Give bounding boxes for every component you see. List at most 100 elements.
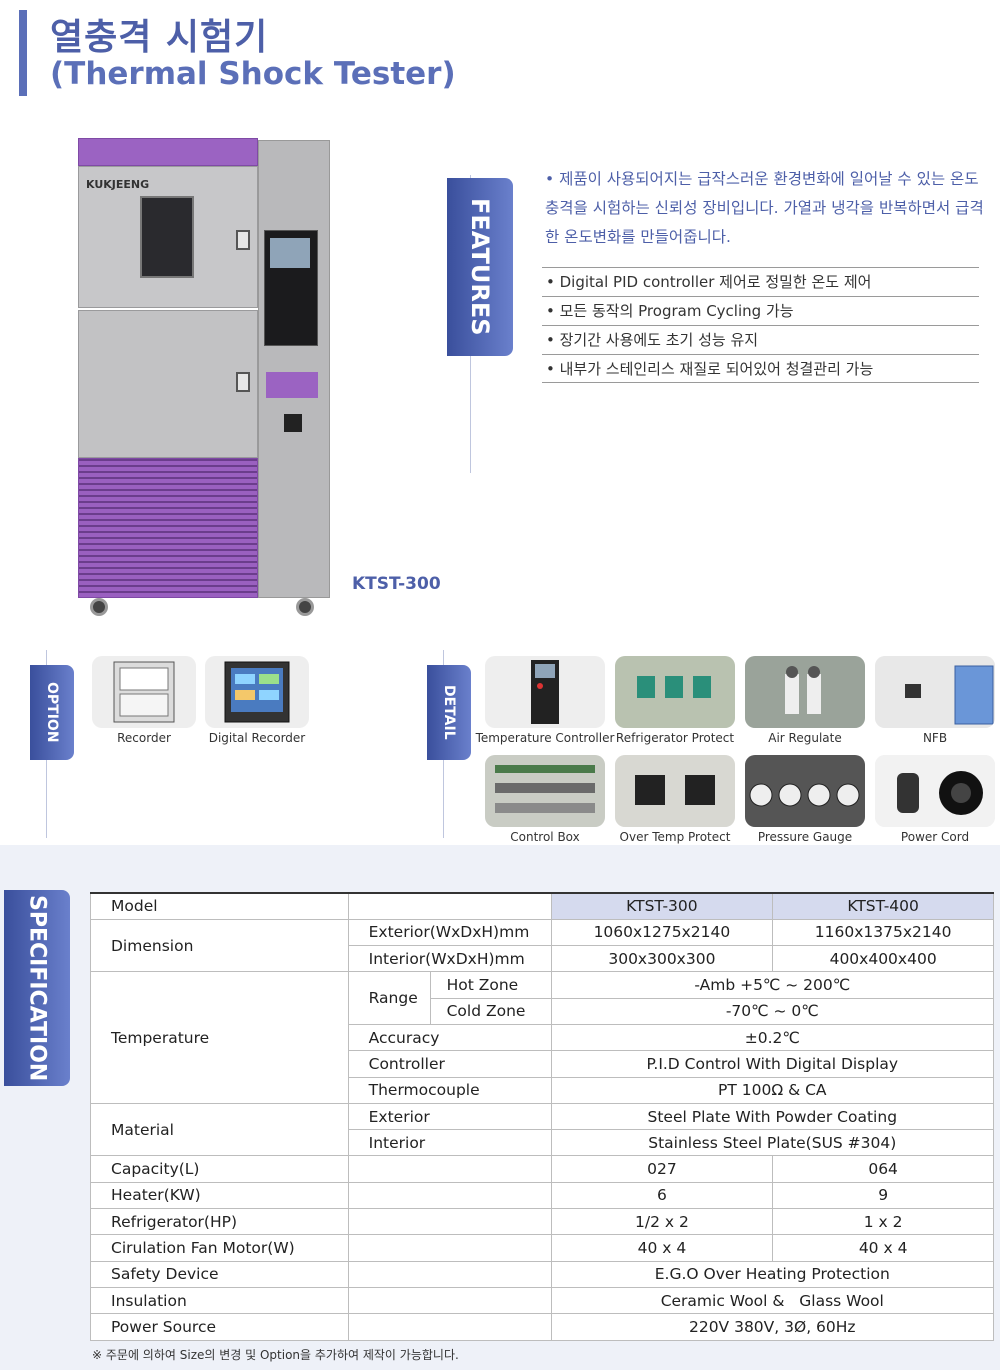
spec-cell: P.I.D Control With Digital Display — [550, 1050, 995, 1078]
brand-logo: KUKJEENG — [86, 178, 150, 191]
machine-vent — [78, 458, 258, 598]
spec-cell: ±0.2℃ — [550, 1023, 995, 1052]
spec-cell: Ceramic Wool & Glass Wool — [550, 1286, 995, 1315]
table-row: Capacity(L) 027 064 — [90, 1155, 994, 1183]
spec-row-label: Capacity(L) — [90, 1155, 349, 1183]
spec-blank-cell — [347, 1260, 552, 1288]
spec-model-label: Model — [90, 891, 349, 920]
spec-material-interior-label: Interior — [347, 1129, 552, 1157]
spec-thermocouple-label: Thermocouple — [347, 1076, 552, 1104]
machine-handle — [236, 230, 250, 250]
spec-cell: E.G.O Over Heating Protection — [550, 1260, 995, 1288]
detail-thumb-pressure-gauge — [745, 755, 865, 827]
machine-side-cabinet — [258, 140, 330, 598]
spec-cell: 1060x1275x2140 — [550, 918, 774, 947]
feature-item: • Digital PID controller 제어로 정밀한 온도 제어 — [542, 267, 979, 296]
spec-cell: 300x300x300 — [550, 945, 774, 973]
table-row: Interior(WxDxH)mm 300x300x300 400x400x40… — [91, 945, 994, 973]
spec-table: Model KTST-300 KTST-400 Dimension Exteri… — [90, 891, 995, 1341]
feature-item: • 장기간 사용에도 초기 성능 유지 — [542, 325, 979, 354]
table-row: Model KTST-300 KTST-400 — [90, 891, 994, 920]
detail-thumb-refrigerator-protect — [615, 656, 735, 728]
option-tab-label: OPTION — [44, 682, 60, 743]
machine-nameplate — [266, 372, 318, 398]
spec-cell: 064 — [772, 1155, 994, 1183]
spec-cell: 400x400x400 — [772, 945, 994, 973]
air-regulate-icon — [745, 656, 865, 728]
spec-cell: 40 x 4 — [550, 1234, 774, 1262]
spec-blank-cell — [347, 1234, 552, 1262]
detail-tab-label: DETAIL — [441, 685, 457, 740]
detail-caption: Refrigerator Protect — [615, 731, 735, 745]
features-tab-label: FEATURES — [466, 198, 494, 336]
spec-row-label: Refrigerator(HP) — [90, 1208, 349, 1236]
table-row: Dimension Exterior(WxDxH)mm 1060x1275x21… — [90, 918, 994, 973]
option-thumb-recorder — [92, 656, 196, 728]
detail-caption: NFB — [922, 731, 948, 745]
detail-thumb-over-temp-protect — [615, 755, 735, 827]
spec-dimension-label: Dimension — [90, 918, 349, 973]
spec-cell: 1/2 x 2 — [550, 1208, 774, 1236]
spec-cell: 1160x1375x2140 — [772, 918, 994, 947]
spec-cell: 6 — [550, 1181, 774, 1210]
table-row: Temperature Range Hot Zone -Amb +5℃ ~ 20… — [90, 971, 995, 1104]
spec-interior-dim-label: Interior(WxDxH)mm — [347, 945, 552, 973]
detail-caption: Over Temp Protect — [619, 830, 731, 844]
table-row: Cirulation Fan Motor(W) 40 x 4 40 x 4 — [90, 1234, 994, 1262]
spec-blank-cell — [347, 1208, 552, 1236]
page-subtitle: (Thermal Shock Tester) — [50, 56, 456, 92]
spec-tab: SPECIFICATION — [4, 890, 70, 1086]
features-list: • Digital PID controller 제어로 정밀한 온도 제어 •… — [542, 267, 979, 383]
machine-handle — [236, 372, 250, 392]
spec-material-label: Material — [90, 1102, 349, 1157]
option-thumb-digital-recorder — [205, 656, 309, 728]
spec-header-blank — [347, 891, 552, 920]
features-tab: FEATURES — [447, 178, 513, 356]
spec-cell: -Amb +5℃ ~ 200℃ — [550, 971, 995, 999]
spec-cell: -70℃ ~ 0℃ — [550, 997, 995, 1025]
table-row: Interior Stainless Steel Plate(SUS #304) — [91, 1129, 995, 1157]
spec-cell: Steel Plate With Powder Coating — [550, 1102, 995, 1131]
spec-model-1: KTST-300 — [550, 891, 774, 920]
machine-switch — [284, 414, 302, 432]
detail-caption: Power Cord — [900, 830, 970, 844]
spec-cell: Stainless Steel Plate(SUS #304) — [550, 1129, 995, 1157]
table-row: Power Source 220V 380V, 3Ø, 60Hz — [90, 1313, 995, 1341]
detail-caption: Control Box — [510, 830, 580, 844]
nfb-icon — [875, 656, 995, 728]
detail-thumb-control-box — [485, 755, 605, 827]
table-row: Insulation Ceramic Wool & Glass Wool — [90, 1286, 995, 1315]
spec-material-exterior-label: Exterior — [347, 1102, 552, 1131]
features-intro: • 제품이 사용되어지는 급작스러운 환경변화에 일어날 수 있는 온도 충격을… — [545, 170, 984, 246]
detail-thumb-power-cord — [875, 755, 995, 827]
spec-range-label: Range — [347, 971, 431, 1025]
detail-caption: Air Regulate — [768, 731, 842, 745]
table-row: Heater(KW) 6 9 — [90, 1181, 994, 1210]
refrigerator-protect-icon — [615, 656, 735, 728]
spec-exterior-dim-label: Exterior(WxDxH)mm — [347, 918, 552, 947]
spec-cell: 027 — [550, 1155, 774, 1183]
spec-temperature-label: Temperature — [90, 971, 349, 1104]
detail-caption: Temperature Controller — [475, 731, 615, 745]
spec-blank-cell — [347, 1313, 552, 1341]
spec-controller-label: Controller — [347, 1050, 552, 1078]
power-cord-icon — [875, 755, 995, 827]
table-row: Material Exterior Steel Plate With Powde… — [90, 1102, 995, 1157]
spec-power-label: Power Source — [90, 1313, 349, 1341]
detail-caption: Pressure Gauge — [757, 830, 853, 844]
option-caption: Digital Recorder — [208, 731, 306, 745]
spec-cell: 1 x 2 — [772, 1208, 994, 1236]
digital-recorder-icon — [224, 661, 290, 723]
machine-wheel — [90, 598, 108, 616]
feature-item: • 모든 동작의 Program Cycling 가능 — [542, 296, 979, 325]
spec-cell: PT 100Ω & CA — [550, 1076, 995, 1104]
detail-thumb-nfb — [875, 656, 995, 728]
table-row: Cold Zone -70℃ ~ 0℃ — [91, 997, 995, 1025]
feature-item: • 내부가 스테인리스 재질로 되어있어 청결관리 가능 — [542, 354, 979, 383]
machine-top-strip — [78, 138, 258, 166]
detail-thumb-temperature-controller — [485, 656, 605, 728]
spec-cold-zone-label: Cold Zone — [429, 997, 552, 1025]
spec-cell: 9 — [772, 1181, 994, 1210]
spec-blank-cell — [347, 1286, 552, 1315]
machine-wheel — [296, 598, 314, 616]
